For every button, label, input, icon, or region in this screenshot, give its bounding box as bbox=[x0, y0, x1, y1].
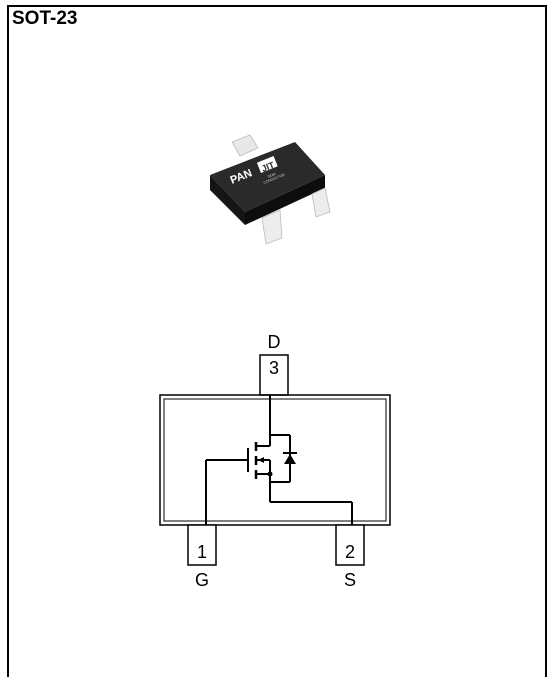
pin-label-drain: D bbox=[268, 332, 281, 352]
chip-photo: PAN JIT SEMI CONDUCTOR bbox=[210, 134, 331, 245]
chip-body-front bbox=[210, 175, 245, 225]
chip-sub-text: SEMI bbox=[267, 172, 276, 179]
chip-lead-top bbox=[231, 134, 259, 157]
mosfet-arrow bbox=[258, 457, 264, 463]
chip-brand-box bbox=[256, 156, 278, 173]
package-title: SOT-23 bbox=[12, 8, 78, 29]
chip-brand-highlight: JIT bbox=[260, 160, 276, 174]
pin-label-gate: G bbox=[195, 570, 209, 590]
body-diode bbox=[284, 454, 296, 464]
pin-number-gate: 1 bbox=[197, 542, 207, 562]
mosfet-junction bbox=[267, 471, 273, 477]
chip-body-top bbox=[210, 142, 325, 212]
pin-box-drain bbox=[259, 354, 289, 396]
chip-lead-right bbox=[311, 187, 331, 218]
chip-body-side bbox=[245, 175, 325, 225]
package-outline-outer bbox=[159, 394, 391, 526]
pinout-schematic: D 3 1 G 2 S bbox=[159, 332, 391, 590]
chip-lead-left bbox=[261, 209, 283, 245]
pin-number-source: 2 bbox=[345, 542, 355, 562]
pin-box-source bbox=[335, 524, 365, 566]
pin-label-source: S bbox=[344, 570, 356, 590]
package-outline-inner bbox=[163, 398, 387, 522]
package-frame bbox=[7, 5, 547, 677]
pin-number-drain: 3 bbox=[269, 358, 279, 378]
pin-box-gate bbox=[187, 524, 217, 566]
